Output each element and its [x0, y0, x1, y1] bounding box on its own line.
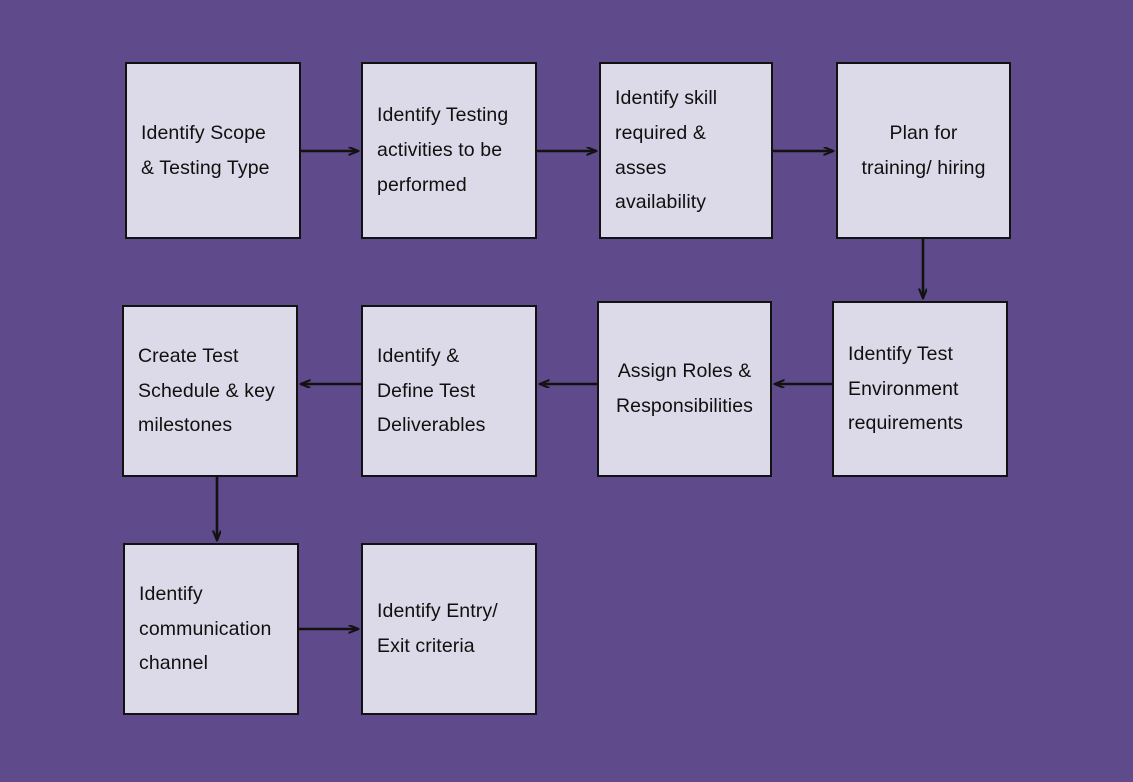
flowchart-node-label: Identify skill required & asses availabi…	[615, 87, 718, 214]
flowchart-node-label: Identify Entry/ Exit criteria	[377, 600, 498, 657]
flowchart-node-n7[interactable]: Assign Roles & Responsibilities	[597, 301, 772, 477]
flowchart-node-label: Identify & Define Test Deliverables	[377, 344, 486, 437]
flowchart-node-label: Identify communication channel	[139, 582, 272, 675]
flowchart-node-label: Create Test Schedule & key milestones	[138, 344, 275, 437]
flowchart-node-n3[interactable]: Identify skill required & asses availabi…	[599, 62, 773, 239]
flowchart-node-label: Plan for training/ hiring	[861, 121, 986, 179]
flowchart-node-label: Identify Scope & Testing Type	[141, 121, 270, 179]
flowchart-node-n8[interactable]: Identify Test Environment requirements	[832, 301, 1008, 477]
flowchart-node-label: Identify Testing activities to be perfor…	[377, 104, 509, 196]
flowchart-node-label: Assign Roles & Responsibilities	[615, 360, 754, 417]
flowchart-node-n9[interactable]: Identify communication channel	[123, 543, 299, 715]
flowchart-node-n10[interactable]: Identify Entry/ Exit criteria	[361, 543, 537, 715]
flowchart-node-n6[interactable]: Identify & Define Test Deliverables	[361, 305, 537, 477]
flowchart-node-n1[interactable]: Identify Scope & Testing Type	[125, 62, 301, 239]
flowchart-node-label: Identify Test Environment requirements	[848, 342, 964, 435]
flowchart-node-n4[interactable]: Plan for training/ hiring	[836, 62, 1011, 239]
flowchart-node-n5[interactable]: Create Test Schedule & key milestones	[122, 305, 298, 477]
flowchart-node-n2[interactable]: Identify Testing activities to be perfor…	[361, 62, 537, 239]
